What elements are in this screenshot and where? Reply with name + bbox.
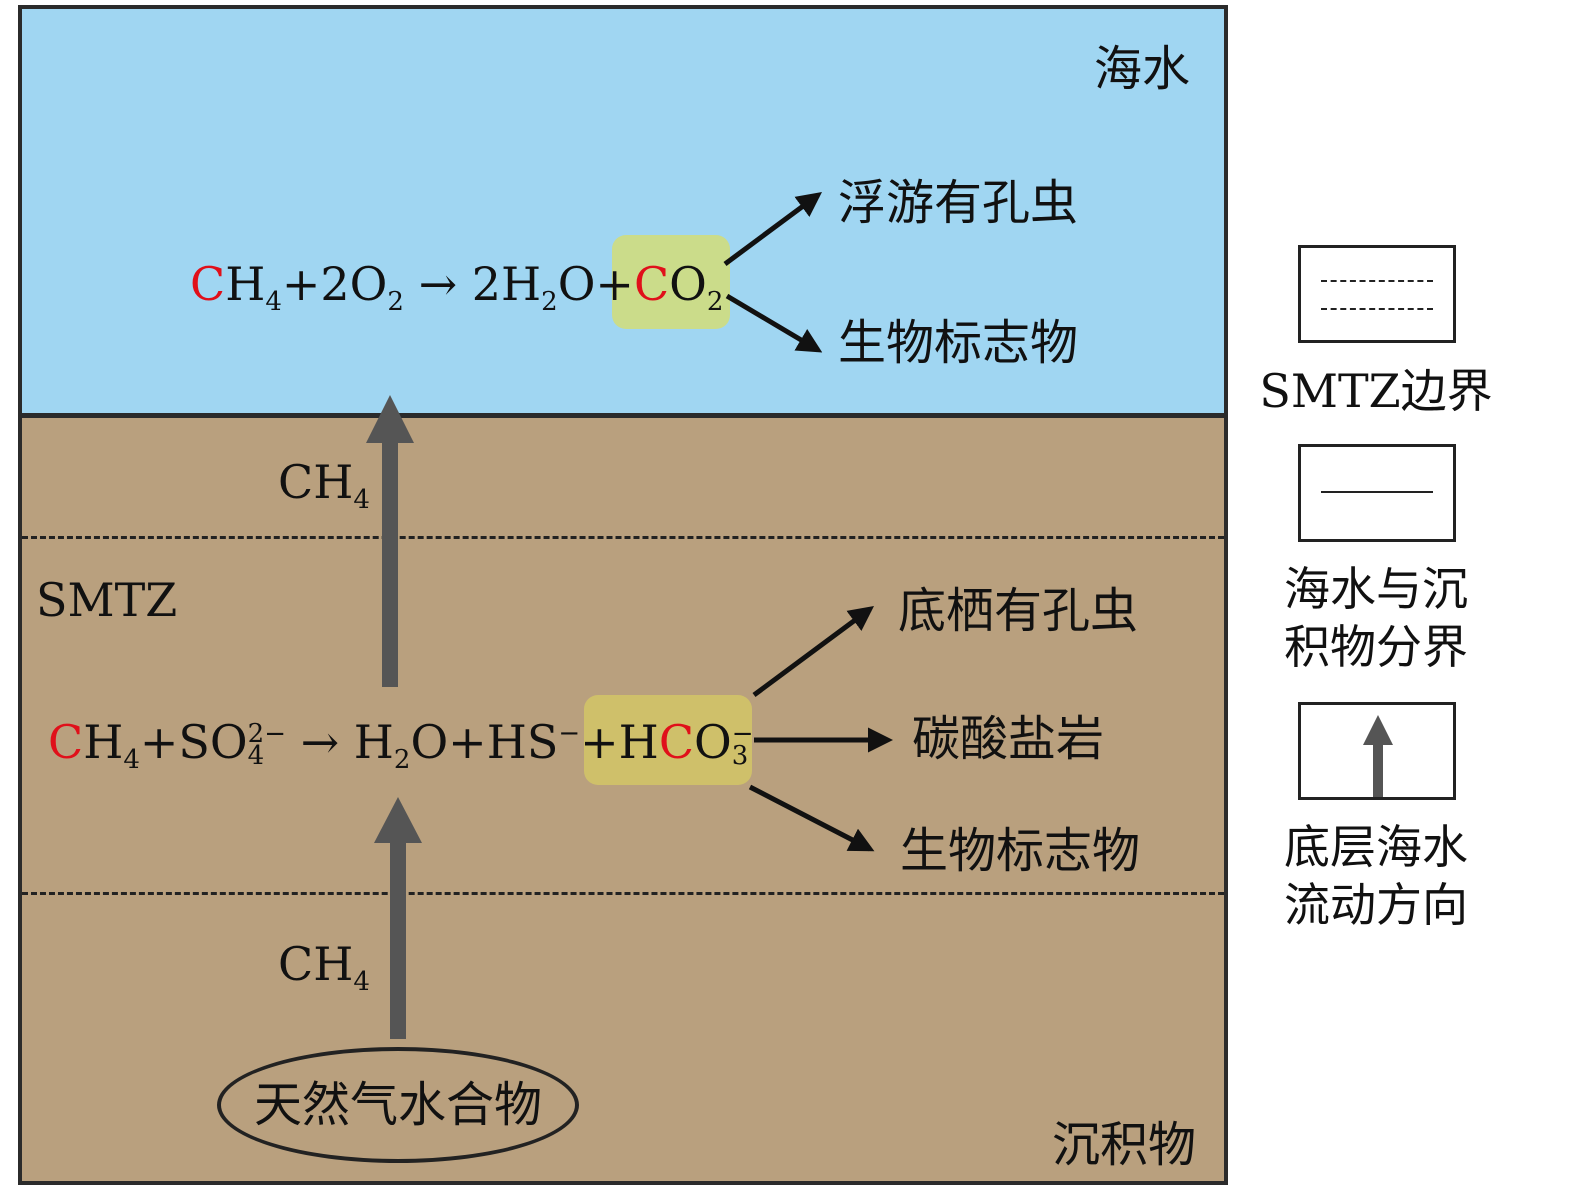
smtz-lower-boundary — [22, 892, 1224, 895]
planktonic-foraminifera-label: 浮游有孔虫 — [838, 175, 1079, 231]
methane-flux-upper-label: CH4 — [278, 455, 370, 516]
smtz-upper-boundary — [22, 536, 1224, 539]
legend-interface-icon — [1298, 444, 1456, 542]
seawater-sediment-interface — [22, 413, 1224, 418]
hco3-highlight — [584, 695, 752, 785]
arrow-to-benthic-foraminifera — [752, 606, 875, 698]
seawater-label: 海水 — [1094, 41, 1191, 97]
legend-smtz-boundary-icon — [1298, 245, 1456, 343]
methane-flux-lower-label: CH4 — [278, 937, 370, 998]
gas-hydrate-label: 天然气水合物 — [253, 1077, 542, 1133]
aerobic-oxidation-reaction: CH4+2O2 → 2H2O+CO2 — [190, 257, 724, 318]
carbonate-rock-label: 碳酸盐岩 — [912, 711, 1105, 767]
arrow-to-planktonic-foraminifera — [723, 192, 823, 267]
sediment-zone — [22, 417, 1224, 1181]
legend-interface-label: 海水与沉积物分界 — [1284, 562, 1468, 674]
co2-highlight — [612, 235, 730, 329]
benthic-foraminifera-label: 底栖有孔虫 — [898, 583, 1139, 639]
legend-flow-direction-label: 底层海水流动方向 — [1284, 820, 1468, 932]
diagram-arrows — [366, 192, 893, 1039]
legend-smtz-boundary-label: SMTZ边界 — [1259, 364, 1493, 418]
seawater-zone — [22, 9, 1224, 417]
methane-flow-arrow-lower — [374, 797, 422, 1039]
sediment-biomarker-label: 生物标志物 — [900, 823, 1141, 879]
gas-hydrate-ellipse — [217, 1047, 579, 1163]
legend-flow-direction-icon — [1298, 702, 1456, 800]
arrow-to-water-biomarker — [725, 293, 823, 353]
water-biomarker-label: 生物标志物 — [838, 315, 1079, 371]
smtz-label: SMTZ — [36, 573, 178, 627]
diagram-frame: 海水 沉积物 SMTZ CH4 CH4 CH4+2O2 → 2H2O+CO2 C… — [18, 5, 1228, 1185]
sediment-label: 沉积物 — [1052, 1117, 1197, 1173]
arrow-to-sediment-biomarker — [748, 784, 875, 852]
methane-flow-arrow-upper — [366, 395, 414, 687]
